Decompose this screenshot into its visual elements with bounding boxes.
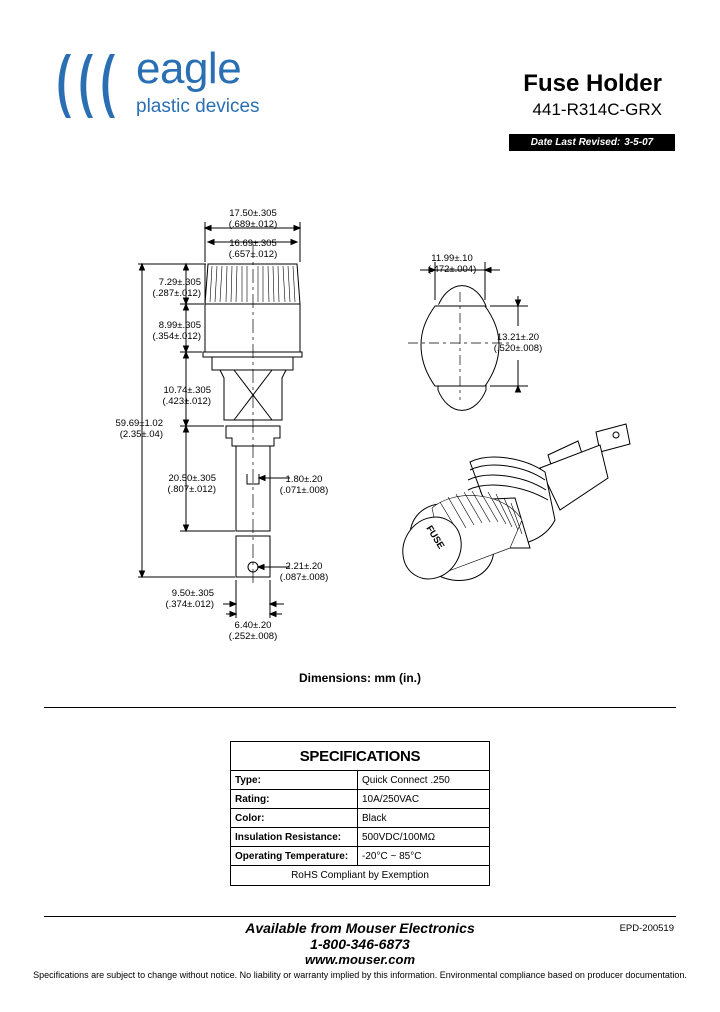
- part-number: 441-R314C-GRX: [532, 100, 662, 119]
- dim-panel-width-in: (.472±.004): [428, 264, 477, 275]
- dim-terminal-thickness-mm: 1.80±.20: [286, 474, 323, 485]
- table-row: Insulation Resistance: 500VDC/100MΩ: [230, 827, 490, 847]
- dim-tab-length-mm: 9.50±.305: [172, 588, 214, 599]
- dim-overall-width-in: (.689±.012): [229, 219, 278, 230]
- availability-text: Available from Mouser Electronics: [245, 920, 475, 936]
- spec-key: Insulation Resistance:: [230, 827, 358, 847]
- product-title: Fuse Holder: [523, 70, 662, 97]
- dim-panel-height-in: (.520±.008): [494, 343, 543, 354]
- dim-overall-width-mm: 17.50±.305: [229, 208, 276, 219]
- dim-panel-width-mm: 11.99±.10: [431, 253, 473, 264]
- spec-value: Black: [357, 808, 490, 828]
- spec-value: 10A/250VAC: [357, 789, 490, 809]
- spec-key: Color:: [230, 808, 358, 828]
- spec-value: 500VDC/100MΩ: [357, 827, 490, 847]
- dim-tab-length-in: (.374±.012): [165, 599, 214, 610]
- table-row: Type: Quick Connect .250: [230, 770, 490, 790]
- table-row: Operating Temperature: -20°C ~ 85°C: [230, 846, 490, 866]
- revision-bar: Date Last Revised: 3-5-07: [509, 134, 675, 151]
- dim-sleeve-height-in: (.354±.012): [152, 331, 201, 342]
- spec-key: Operating Temperature:: [230, 846, 358, 866]
- rohs-footnote: RoHS Compliant by Exemption: [230, 865, 490, 886]
- eagle-logo-icon: [58, 54, 115, 118]
- disclaimer: Specifications are subject to change wit…: [33, 970, 687, 980]
- dim-overall-height-mm: 59.69±1.02: [116, 418, 163, 429]
- table-row: RoHS Compliant by Exemption: [230, 865, 490, 886]
- dim-terminal-length-in: (.807±.012): [167, 484, 216, 495]
- revision-date: 3-5-07: [624, 137, 654, 148]
- dim-cap-width-in: (.657±.012): [229, 249, 278, 260]
- dim-tab-width-mm: 6.40±.20: [235, 620, 272, 631]
- document-code: EPD-200519: [619, 923, 674, 934]
- divider: [44, 707, 676, 708]
- table-row: Color: Black: [230, 808, 490, 828]
- dim-hole-dia-mm: 2.21±.20: [286, 561, 323, 572]
- table-row: Rating: 10A/250VAC: [230, 789, 490, 809]
- specifications-heading: SPECIFICATIONS: [230, 741, 490, 771]
- spec-value: -20°C ~ 85°C: [357, 846, 490, 866]
- dim-tab-width-in: (.252±.008): [229, 631, 278, 642]
- brand-subtitle: plastic devices: [136, 96, 260, 117]
- spec-key: Rating:: [230, 789, 358, 809]
- dim-overall-height-in: (2.35±.04): [120, 429, 163, 440]
- website-link[interactable]: www.mouser.com: [304, 952, 416, 967]
- phone-number: 1-800-346-6873: [310, 936, 410, 952]
- dim-sleeve-height-mm: 8.99±.305: [159, 320, 201, 331]
- dim-cap-height-in: (.287±.012): [152, 288, 201, 299]
- spec-key: Type:: [230, 770, 358, 790]
- dim-hole-dia-in: (.087±.008): [280, 572, 329, 583]
- dim-panel-height-mm: 13.21±.20: [497, 332, 539, 343]
- dim-mid-height-in: (.423±.012): [162, 396, 211, 407]
- technical-drawing: 17.50±.305 (.689±.012) 16.69±.305 (.657±…: [116, 208, 631, 642]
- dim-terminal-thickness-in: (.071±.008): [280, 485, 329, 496]
- dim-cap-width-mm: 16.69±.305: [229, 238, 276, 249]
- specifications-table: SPECIFICATIONS Type: Quick Connect .250 …: [230, 741, 490, 886]
- dim-mid-height-mm: 10.74±.305: [164, 385, 211, 396]
- divider: [44, 916, 676, 917]
- dim-terminal-length-mm: 20.50±.305: [169, 473, 216, 484]
- revision-label: Date Last Revised:: [530, 137, 621, 148]
- dimensions-caption: Dimensions: mm (in.): [298, 671, 421, 685]
- brand-name: eagle: [136, 44, 242, 93]
- spec-value: Quick Connect .250: [357, 770, 490, 790]
- dim-cap-height-mm: 7.29±.305: [159, 277, 201, 288]
